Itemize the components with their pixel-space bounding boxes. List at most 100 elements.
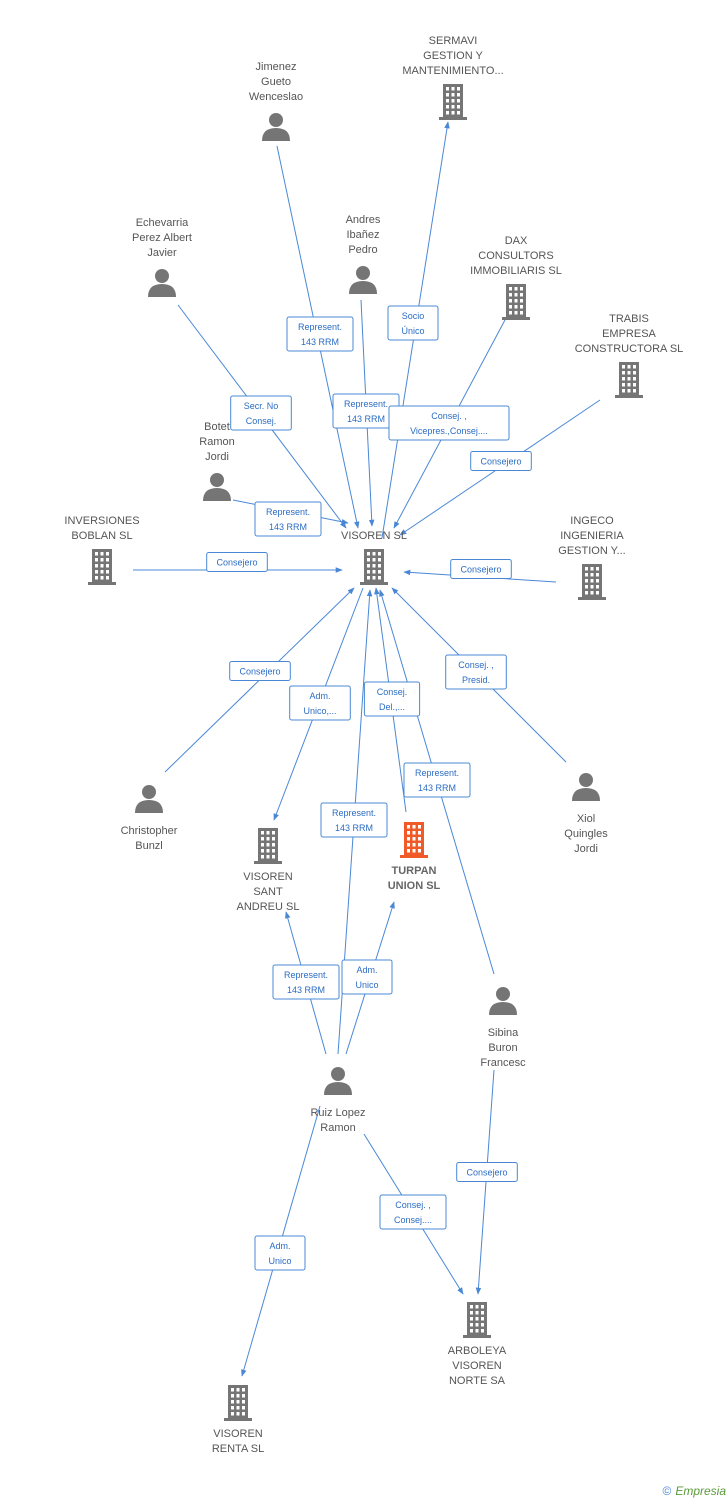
- node-label: INVERSIONES: [64, 515, 139, 527]
- node-label: Jordi: [574, 843, 598, 855]
- node-label: ARBOLEYA: [448, 1345, 507, 1357]
- edge-label-box: [289, 685, 351, 721]
- edge-label-ruiz-arboleya[interactable]: Consej. ,Consej....: [379, 1194, 447, 1230]
- node-visoren[interactable]: VISOREN SL: [341, 530, 407, 585]
- edge-label-box: [450, 559, 512, 579]
- edge-label-xiol-visoren[interactable]: Consej. ,Presid.: [445, 654, 507, 690]
- edge-label-text: 143 RRM: [347, 414, 385, 424]
- edge-label-box: [229, 661, 291, 681]
- node-label: Ruiz Lopez: [310, 1107, 365, 1119]
- person-icon: [135, 785, 163, 813]
- edge-label-text: Único: [401, 326, 424, 336]
- edge-label-ruiz-turpan[interactable]: Adm.Unico: [341, 959, 393, 995]
- node-label: ANDREU SL: [237, 901, 300, 913]
- person-icon: [349, 266, 377, 294]
- edge-label-ruiz-visoren[interactable]: Represent. 143 RRM: [320, 802, 388, 838]
- node-label: VISOREN: [213, 1428, 263, 1440]
- building-icon: [502, 284, 530, 320]
- node-label: DAX: [505, 235, 528, 247]
- node-inversiones[interactable]: INVERSIONES BOBLAN SL: [64, 515, 140, 585]
- edge-label-box: [341, 959, 393, 995]
- node-dax[interactable]: DAX CONSULTORS IMMOBILIARIS SL: [470, 235, 562, 320]
- node-label: INGENIERIA: [560, 530, 624, 542]
- building-icon: [88, 549, 116, 585]
- edge-label-ingeco-visoren[interactable]: Consejero: [450, 559, 512, 579]
- node-label: Bunzl: [135, 840, 163, 852]
- building-icon: [463, 1302, 491, 1338]
- edge-label-box: [388, 405, 510, 441]
- building-icon: [578, 564, 606, 600]
- edge-label-turpan-visoren[interactable]: Consej. Del.,...: [363, 681, 421, 717]
- edge-label-text: Consejero: [460, 565, 501, 575]
- person-icon: [262, 113, 290, 141]
- edge-label-box: [320, 802, 388, 838]
- node-label: VISOREN SL: [341, 530, 407, 542]
- node-label: Ibañez: [346, 229, 379, 241]
- edge-label-text: 143 RRM: [335, 823, 373, 833]
- edge-label-ruiz-renta[interactable]: Adm.Unico: [254, 1235, 306, 1271]
- edge-label-text: Represent.: [266, 507, 310, 517]
- edge-label-dax-visoren[interactable]: Consej. ,Vicepres.,Consej....: [388, 405, 510, 441]
- edge-label-visoren-sant[interactable]: Adm.Unico,...: [289, 685, 351, 721]
- edge-label-inversiones-visoren[interactable]: Consejero: [206, 552, 268, 572]
- edge-label-text: Consej. ,: [395, 1200, 431, 1210]
- edge-label-text: Consej. ,: [431, 411, 467, 421]
- node-label: CONSULTORS: [478, 250, 553, 262]
- node-label: Quingles: [564, 828, 608, 840]
- person-icon: [148, 269, 176, 297]
- node-label: Sibina: [488, 1027, 519, 1039]
- edge-label-sibina-visoren[interactable]: Represent.143 RRM: [403, 762, 471, 798]
- node-label: GESTION Y: [423, 50, 483, 62]
- node-label: SANT: [253, 886, 283, 898]
- node-label: TRABIS: [609, 313, 649, 325]
- edge-label-text: Del.,...: [379, 702, 405, 712]
- building-icon: [400, 822, 428, 858]
- node-label: IMMOBILIARIS SL: [470, 265, 562, 277]
- node-label: Ramon: [199, 436, 234, 448]
- edge-label-jimenez-visoren[interactable]: Represent.143 RRM: [286, 316, 354, 352]
- edge-label-text: Represent.: [332, 808, 376, 818]
- node-label: TURPAN: [391, 865, 436, 877]
- person-icon: [572, 773, 600, 801]
- edge-label-text: Consej.: [377, 687, 408, 697]
- edge-label-text: Adm.: [356, 965, 377, 975]
- edge-label-sibina-arboleya[interactable]: Consejero: [456, 1162, 518, 1182]
- edge-label-text: Adm.: [269, 1241, 290, 1251]
- node-label: BOBLAN SL: [71, 530, 132, 542]
- edge-label-botet-visoren[interactable]: Represent.143 RRM: [254, 501, 322, 537]
- node-label: Jordi: [205, 451, 229, 463]
- node-label: GESTION Y...: [558, 545, 625, 557]
- building-icon: [360, 549, 388, 585]
- node-label: MANTENIMIENTO...: [402, 65, 503, 77]
- person-icon: [203, 473, 231, 501]
- node-label: Andres: [346, 214, 381, 226]
- edge-label-ruiz-sant[interactable]: Represent.143 RRM: [272, 964, 340, 1000]
- person-icon: [489, 987, 517, 1015]
- edge-label-text: 143 RRM: [418, 783, 456, 793]
- edge-label-box: [363, 681, 421, 717]
- person-icon: [324, 1067, 352, 1095]
- edge-label-text: Socio: [402, 311, 425, 321]
- edge-label-trabis-visoren[interactable]: Consejero: [470, 451, 532, 471]
- brand-name: Empresia: [675, 1484, 726, 1498]
- edge-label-text: Secr. No: [244, 401, 279, 411]
- edge-label-christopher-visoren[interactable]: Consejero: [229, 661, 291, 681]
- building-icon: [254, 828, 282, 864]
